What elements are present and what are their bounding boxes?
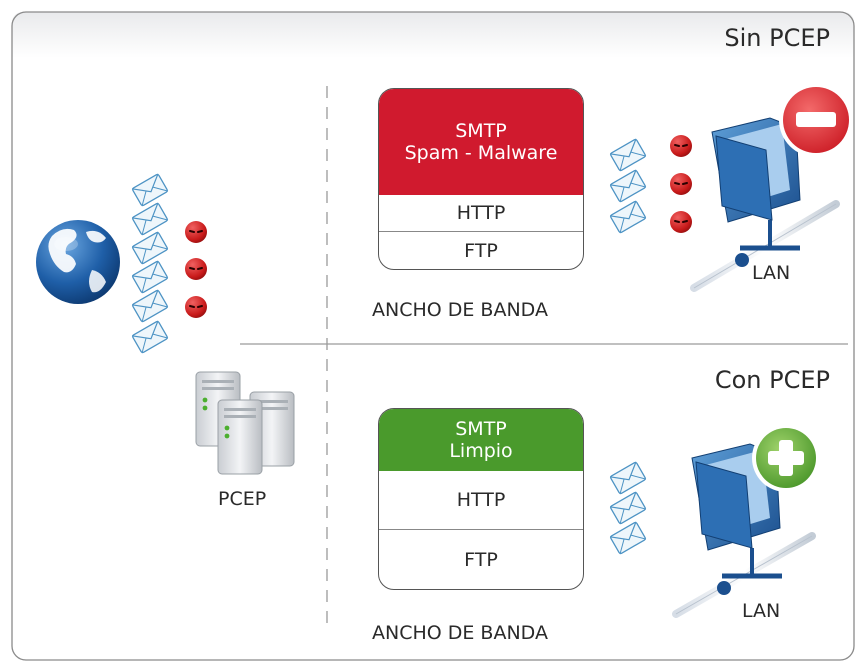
ftp-row-bottom: FTP [379, 529, 583, 589]
section-title-bottom: Con PCEP [714, 366, 830, 394]
server-icon [195, 371, 295, 475]
bandwidth-label-top: ANCHO DE BANDA [372, 299, 548, 321]
smtp-row-top: SMTP Spam - Malware [379, 89, 583, 195]
smtp-label: SMTP [455, 418, 507, 440]
server-label: PCEP [218, 488, 267, 510]
http-label: HTTP [456, 202, 506, 224]
http-row-bottom: HTTP [379, 471, 583, 529]
bandwidth-box-bottom: SMTP Limpio HTTP FTP [378, 408, 584, 590]
http-label: HTTP [456, 489, 506, 511]
envelope-icon [609, 138, 647, 234]
ftp-label: FTP [464, 240, 498, 262]
envelope-icon [131, 173, 169, 354]
block-badge-icon [779, 83, 853, 157]
globe-icon [36, 220, 120, 304]
smtp-label: SMTP [455, 120, 507, 142]
allow-badge-icon [752, 424, 820, 492]
outer-frame [11, 11, 855, 661]
malware-icon [184, 220, 208, 319]
smtp-status: Limpio [449, 440, 513, 462]
lan-label-bottom: LAN [742, 600, 781, 622]
ftp-label: FTP [464, 549, 498, 571]
smtp-status: Spam - Malware [404, 142, 558, 164]
smtp-row-bottom: SMTP Limpio [379, 409, 583, 471]
ftp-row-top: FTP [379, 231, 583, 269]
bandwidth-label-bottom: ANCHO DE BANDA [372, 622, 548, 644]
bandwidth-box-top: SMTP Spam - Malware HTTP FTP [378, 88, 584, 270]
folder-network-icon [690, 117, 840, 292]
lan-label-top: LAN [752, 262, 791, 284]
http-row-top: HTTP [379, 195, 583, 231]
section-title-top: Sin PCEP [724, 24, 830, 52]
malware-icon [669, 134, 693, 234]
envelope-icon [609, 461, 647, 555]
